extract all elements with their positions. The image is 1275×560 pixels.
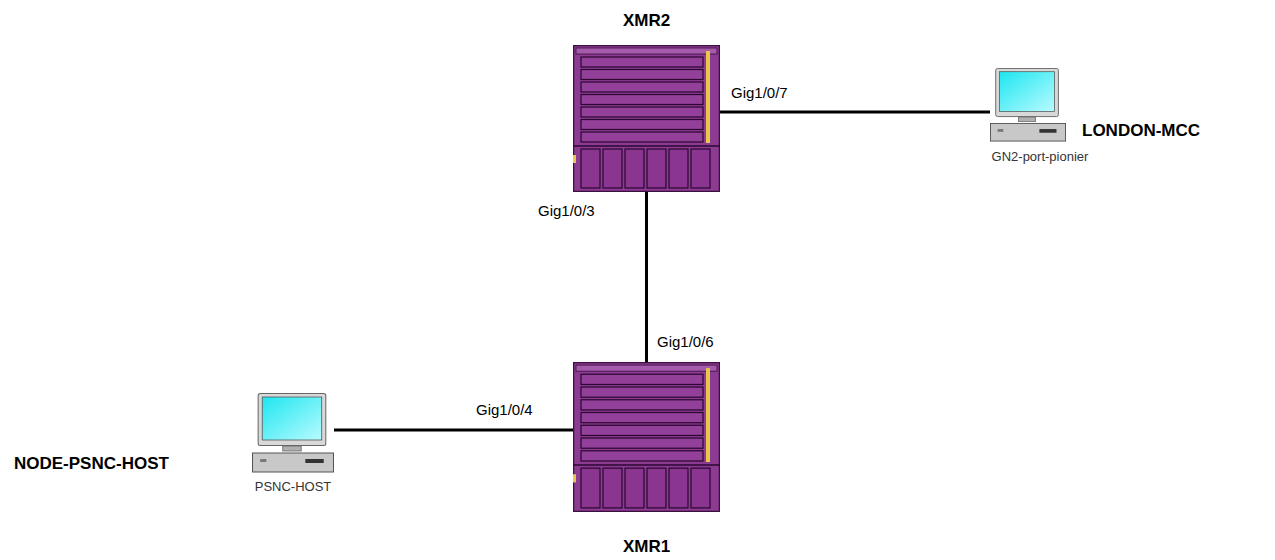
network-link [646, 192, 647, 362]
network-link [720, 112, 990, 113]
port-label: Gig1/0/7 [730, 84, 789, 102]
host-name: LONDON-MCC [1082, 121, 1200, 141]
router-icon [573, 45, 720, 192]
port-label: Gig1/0/6 [656, 333, 715, 351]
computer-icon [990, 68, 1066, 142]
host-name: NODE-PSNC-HOST [14, 454, 169, 474]
port-name: GN2-port-pionier [984, 149, 1096, 165]
host-node: NODE-PSNC-HOSTPSNC-HOST [252, 393, 334, 473]
host-node: LONDON-MCCGN2-port-pionier [990, 68, 1066, 142]
router-icon [573, 362, 720, 512]
network-link [334, 429, 573, 430]
port-label: Gig1/0/3 [537, 202, 596, 220]
port-label: Gig1/0/4 [475, 401, 534, 419]
router-name: XMR2 [573, 11, 720, 31]
host-label: PSNC-HOST [242, 479, 344, 495]
router-node: XMR2 [573, 45, 720, 192]
router-node: XMR1 [573, 362, 720, 512]
computer-icon [252, 393, 334, 473]
router-name: XMR1 [573, 537, 720, 557]
